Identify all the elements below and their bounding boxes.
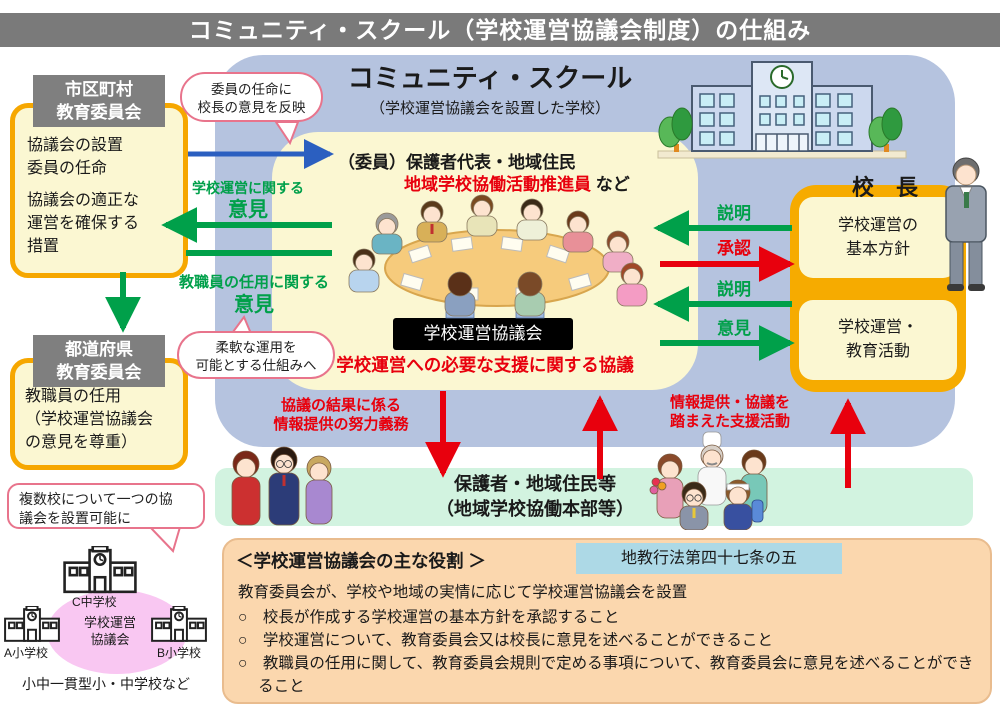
promoter-text: 地域学校協働活動推進員 bbox=[404, 175, 591, 194]
principal-figure-icon bbox=[945, 157, 987, 291]
roles-heading: ＜学校運営協議会の主な役割 ＞ bbox=[236, 551, 486, 571]
principal-title: 校 長 bbox=[851, 175, 918, 200]
municipal-duty-line: 協議会の設置 bbox=[27, 137, 124, 154]
municipal-duty-line: 運営を確保する bbox=[27, 215, 140, 232]
explain-label-2: 説明 bbox=[717, 280, 751, 299]
school-a-label: A小学校 bbox=[4, 646, 49, 660]
municipal-board-box: 協議会の設置 委員の任命 協議会の適正な 運営を確保する 措置 bbox=[10, 103, 188, 278]
approval-label: 承認 bbox=[717, 239, 751, 258]
cluster-council-label: 学校運営 協議会 bbox=[83, 615, 136, 647]
school-b-label: B小学校 bbox=[157, 646, 202, 660]
council-members-label: （委員）保護者代表・地域住民 bbox=[338, 153, 576, 172]
council-name-badge: 学校運営協議会 bbox=[393, 318, 573, 350]
school-management-opinion-label: 学校運営に関する 意見 bbox=[192, 180, 304, 221]
promoter-suffix: など bbox=[595, 175, 630, 194]
roles-item: ○ 学校運営について、教育委員会又は校長に意見を述べることができること bbox=[238, 632, 773, 649]
info-duty-label: 協議の結果に係る 情報提供の努力義務 bbox=[273, 397, 409, 433]
community-group-icon bbox=[649, 431, 768, 530]
support-activity-label: 情報提供・協議を 踏まえた支援活動 bbox=[669, 394, 790, 430]
municipal-duty-line: 協議会の適正な bbox=[27, 192, 140, 209]
parents-group-icon bbox=[231, 446, 333, 526]
council-promoter-label: 地域学校協働活動推進員 など bbox=[404, 170, 630, 195]
council-meeting-illustration bbox=[348, 194, 648, 319]
roles-intro: 教育委員会が、学校や地域の実情に応じて学校運営協議会を設置 bbox=[238, 584, 688, 601]
community-school-subtitle: （学校運営協議会を設置した学校） bbox=[369, 100, 610, 117]
school-c-label: C中学校 bbox=[72, 595, 117, 609]
education-activities-box: 学校運営・ 教育活動 bbox=[799, 300, 957, 380]
prefectural-duty-line: の意見を尊重） bbox=[25, 434, 138, 451]
management-policy-box: 学校運営の 基本方針 bbox=[799, 197, 957, 278]
roles-item: ○ 教職員の任用に関して、教育委員会規則で定める事項について、教育委員会に意見を… bbox=[238, 655, 974, 695]
page-title: コミュニティ・スクール（学校運営協議会制度）の仕組み bbox=[0, 13, 1000, 47]
community-school-title: コミュニティ・スクール bbox=[347, 63, 633, 93]
prefectural-duty-line: 教職員の任用 bbox=[25, 388, 122, 405]
residents-label: 保護者・地域住民等 （地域学校協働本部等） bbox=[436, 474, 634, 519]
roles-panel: ＜学校運営協議会の主な役割 ＞ 地教行法第四十七条の五 教育委員会が、学校や地域… bbox=[222, 538, 992, 704]
appointment-bubble: 委員の任命に 校長の意見を反映 bbox=[180, 72, 323, 122]
municipal-duty-line: 措置 bbox=[27, 238, 60, 255]
school-building-icon bbox=[657, 61, 907, 159]
school-c-icon bbox=[63, 546, 137, 594]
tree-icon bbox=[658, 107, 903, 152]
council-consultation-label: 学校運営への必要な支援に関する協議 bbox=[336, 355, 634, 375]
flexible-operation-bubble: 柔軟な運用を 可能とする仕組みへ bbox=[177, 331, 335, 379]
school-b-icon bbox=[151, 606, 207, 642]
community-school-heading: コミュニティ・スクール （学校運営協議会を設置した学校） bbox=[290, 58, 690, 118]
explain-label-1: 説明 bbox=[717, 204, 751, 223]
cluster-caption: 小中一貫型小・中学校など bbox=[22, 676, 190, 692]
prefectural-board-header: 都道府県 教育委員会 bbox=[33, 335, 165, 387]
law-badge: 地教行法第四十七条の五 bbox=[576, 543, 842, 574]
roles-item: ○ 校長が作成する学校運営の基本方針を承認すること bbox=[238, 609, 620, 626]
prefectural-duty-line: （学校運営協議会 bbox=[25, 411, 154, 428]
school-a-icon bbox=[4, 606, 60, 642]
municipal-board-header: 市区町村 教育委員会 bbox=[33, 75, 165, 127]
staff-appointment-opinion-label: 教職員の任用に関する 意見 bbox=[178, 274, 329, 316]
opinion-label: 意見 bbox=[717, 319, 751, 338]
municipal-duty-line: 委員の任命 bbox=[27, 160, 108, 177]
multi-school-bubble: 複数校について一つの協 議会を設置可能に bbox=[7, 483, 205, 529]
